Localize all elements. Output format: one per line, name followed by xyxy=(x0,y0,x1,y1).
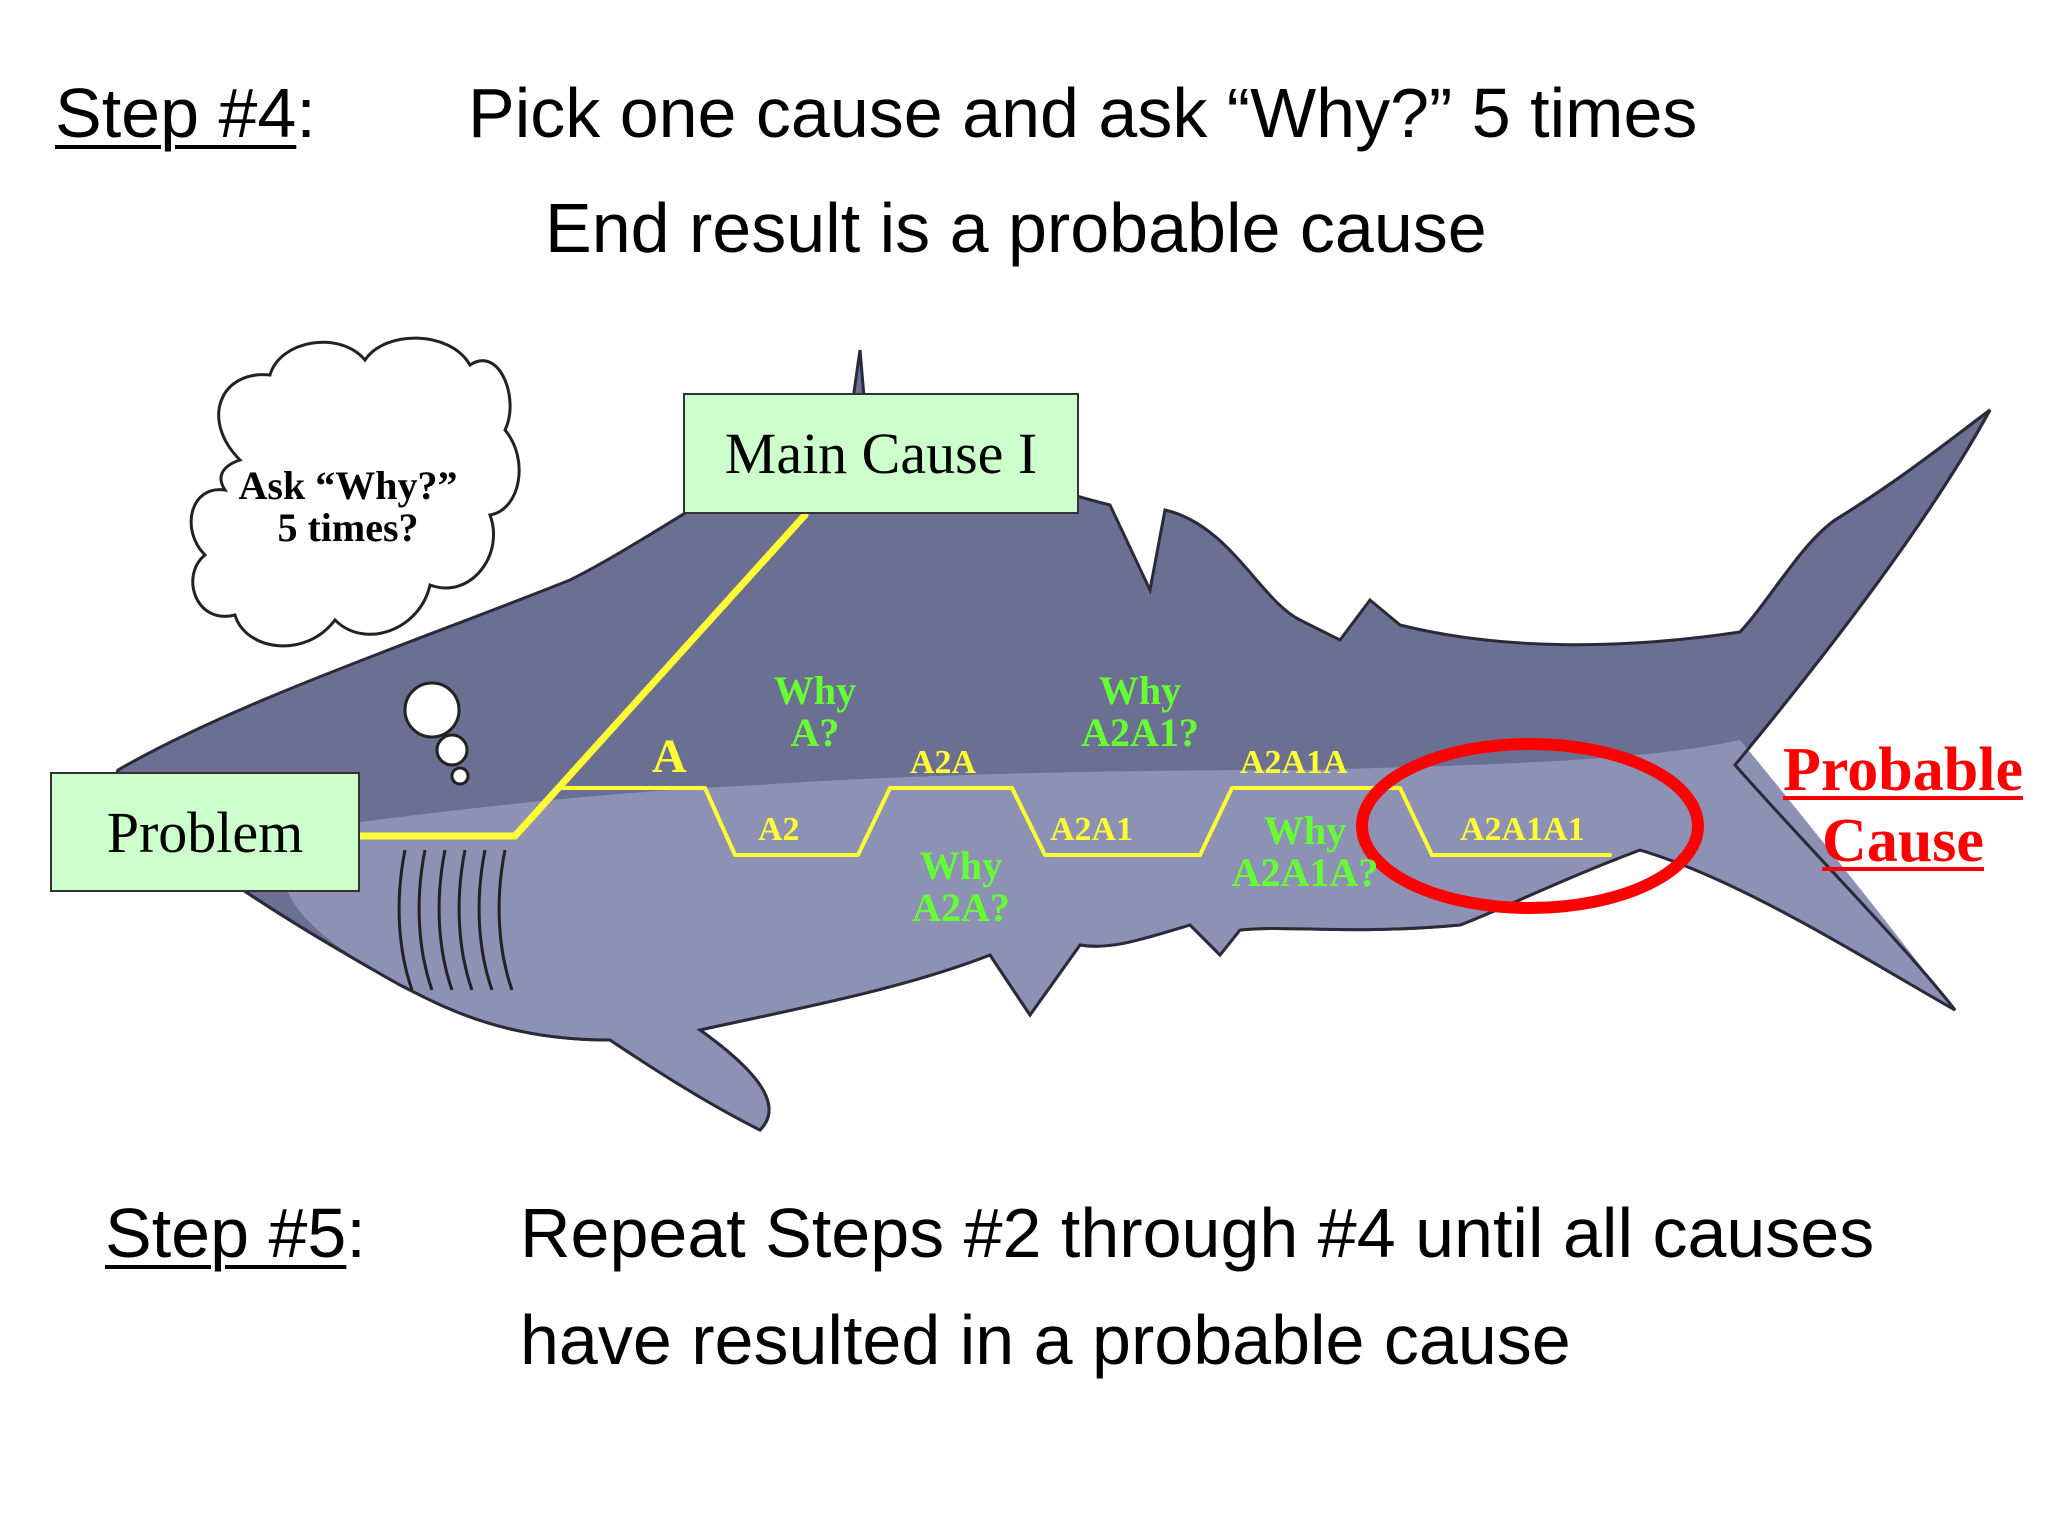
step4-colon: : xyxy=(296,74,316,152)
step4-label: Step #4 xyxy=(55,74,297,152)
probable-cause-line1: Probable xyxy=(1783,736,2023,804)
thought-bubble-small xyxy=(450,766,470,786)
thought-bubble-large xyxy=(403,681,461,739)
step4-heading: Step #4: xyxy=(55,78,316,148)
bone-label-a2a1a1: A2A1A1 xyxy=(1460,811,1585,848)
probable-cause-label: Probable Cause xyxy=(1768,736,2038,876)
bone-label-a2a1a: A2A1A xyxy=(1240,744,1348,781)
bone-label-a2a: A2A xyxy=(910,744,977,781)
main-cause-bone xyxy=(354,511,809,840)
why-a2a1a-label: Why A2A1A? xyxy=(1231,808,1379,895)
why-a2a-label: Why A2A? xyxy=(912,843,1010,930)
bone-label-a2a1: A2A1 xyxy=(1050,811,1134,848)
probable-cause-highlight xyxy=(1356,738,1704,914)
thought-bubble-medium xyxy=(435,733,469,767)
thought-line2: 5 times? xyxy=(277,505,419,550)
step4-line2: End result is a probable cause xyxy=(545,189,1487,267)
thought-cloud xyxy=(189,336,521,648)
why-a2a1-label: Why A2A1? xyxy=(1081,668,1199,755)
why-chain-bone xyxy=(561,786,1612,857)
why-a-label: Why A? xyxy=(773,668,857,755)
thought-line1: Ask “Why?” xyxy=(238,463,458,508)
thought-text: Ask “Why?” 5 times? xyxy=(228,465,468,549)
step4-line1: Pick one cause and ask “Why?” 5 times xyxy=(468,74,1698,152)
main-cause-box: Main Cause I xyxy=(683,393,1079,514)
problem-box: Problem xyxy=(50,772,360,892)
bone-label-a: A xyxy=(652,730,687,783)
step5-colon: : xyxy=(346,1194,366,1272)
step5-heading: Step #5: xyxy=(105,1198,366,1268)
step5-line1: Repeat Steps #2 through #4 until all cau… xyxy=(520,1194,1875,1272)
probable-cause-line2: Cause xyxy=(1822,807,1984,876)
step5-line2: have resulted in a probable cause xyxy=(520,1301,1571,1379)
fishbone-lines xyxy=(354,511,1612,857)
gill-slits xyxy=(397,849,514,991)
bone-label-a2: A2 xyxy=(758,811,800,848)
step5-label: Step #5 xyxy=(105,1194,347,1272)
